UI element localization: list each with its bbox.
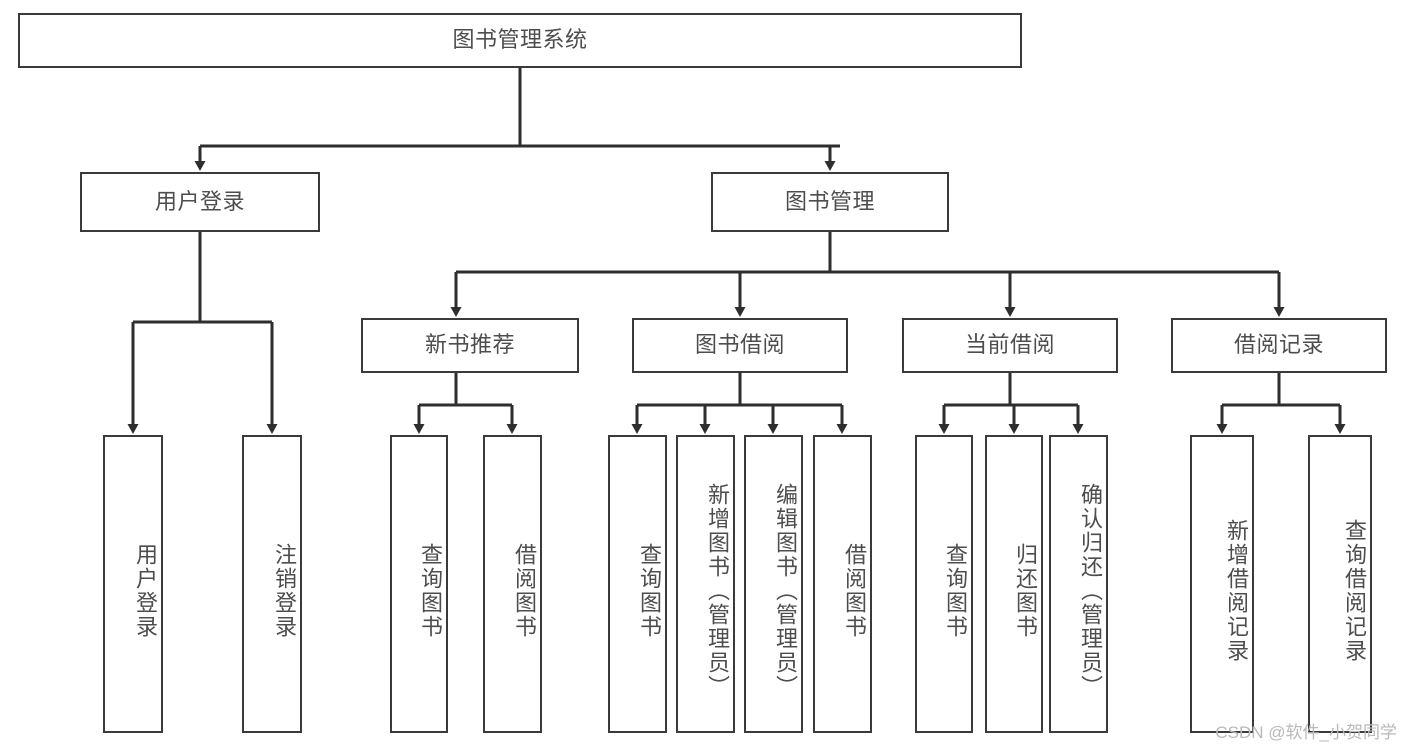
leaf-query-book-newbook-label: 查询图书 [418,543,443,639]
node-current-borrow-label: 当前借阅 [964,332,1055,358]
leaf-user-login[interactable]: 用户登录 [103,435,163,733]
leaf-query-book-current[interactable]: 查询图书 [915,435,973,733]
leaf-query-borrow-record[interactable]: 查询借阅记录 [1308,435,1372,733]
node-root[interactable]: 图书管理系统 [18,13,1022,68]
leaf-add-borrow-record-label: 新增借阅记录 [1224,519,1249,663]
node-user-login[interactable]: 用户登录 [80,172,320,232]
leaf-confirm-return-admin[interactable]: 确认归还（管理员） [1049,435,1108,733]
node-new-book-recommend-label: 新书推荐 [424,332,515,358]
leaf-query-book-borrow-label: 查询图书 [637,543,662,639]
leaf-edit-book-admin-label: 编辑图书（管理员） [773,483,798,699]
leaf-lend-book-label: 借阅图书 [842,543,867,639]
leaf-confirm-return-admin-label: 确认归还（管理员） [1078,483,1103,699]
leaf-query-borrow-record-label: 查询借阅记录 [1342,519,1367,663]
node-book-management-label: 图书管理 [784,188,875,214]
node-current-borrow[interactable]: 当前借阅 [902,318,1118,373]
node-book-management[interactable]: 图书管理 [711,172,949,232]
leaf-lend-book[interactable]: 借阅图书 [813,435,872,733]
leaf-edit-book-admin[interactable]: 编辑图书（管理员） [744,435,803,733]
leaf-query-book-borrow[interactable]: 查询图书 [608,435,667,733]
leaf-return-book-label: 归还图书 [1013,543,1038,639]
leaf-query-book-current-label: 查询图书 [943,543,968,639]
node-borrow-records[interactable]: 借阅记录 [1171,318,1387,373]
leaf-add-book-admin[interactable]: 新增图书（管理员） [676,435,735,733]
leaf-query-book-newbook[interactable]: 查询图书 [390,435,448,733]
leaf-return-book[interactable]: 归还图书 [985,435,1043,733]
leaf-user-logout[interactable]: 注销登录 [242,435,302,733]
node-book-borrow[interactable]: 图书借阅 [632,318,848,373]
watermark: CSDN @软件_小贺同学 [1215,723,1397,742]
node-root-label: 图书管理系统 [452,27,588,53]
leaf-borrow-book-newbook[interactable]: 借阅图书 [483,435,542,733]
leaf-add-borrow-record[interactable]: 新增借阅记录 [1190,435,1254,733]
node-new-book-recommend[interactable]: 新书推荐 [361,318,579,373]
node-borrow-records-label: 借阅记录 [1233,332,1324,358]
leaf-user-login-label: 用户登录 [133,543,158,639]
node-user-login-label: 用户登录 [154,188,245,214]
leaf-borrow-book-newbook-label: 借阅图书 [512,543,537,639]
leaf-user-logout-label: 注销登录 [272,543,297,639]
leaf-add-book-admin-label: 新增图书（管理员） [705,483,730,699]
node-book-borrow-label: 图书借阅 [694,332,785,358]
